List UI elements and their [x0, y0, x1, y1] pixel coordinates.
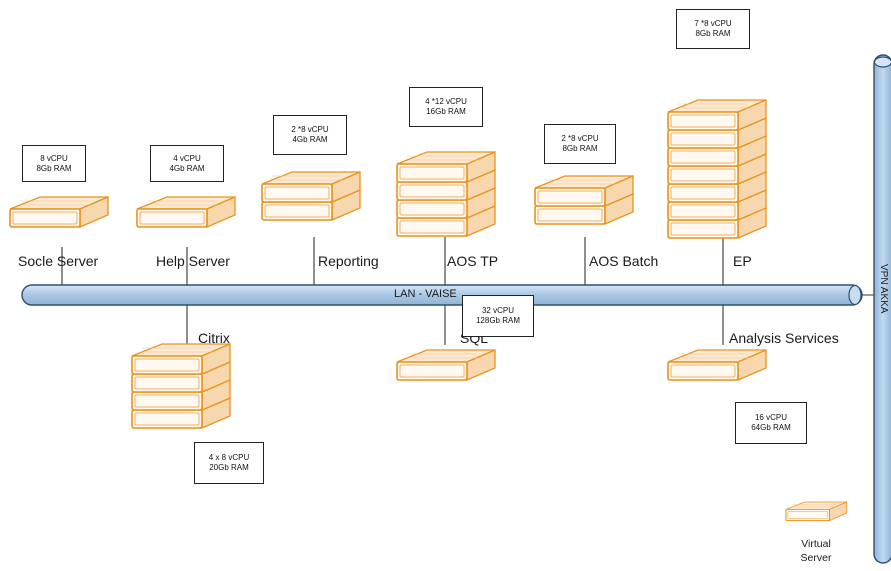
spec-ram: 20Gb RAM: [209, 463, 249, 472]
spec-ram: 64Gb RAM: [751, 423, 791, 432]
spec-cpu: 4 vCPU: [173, 153, 201, 163]
spec-ram: 4Gb RAM: [169, 163, 205, 173]
lan-label: LAN - VAISE: [394, 288, 457, 300]
server-icon-aostp: [396, 151, 496, 237]
label-analysis-services: Analysis Services: [729, 330, 839, 346]
server-icon-ep: [667, 99, 767, 239]
label-citrix: Citrix: [198, 330, 230, 346]
spec-ram: 128Gb RAM: [475, 316, 521, 325]
spec-box-aostp: 4 *12 vCPU 16Gb RAM: [409, 87, 483, 127]
spec-cpu: 2 *8 vCPU: [291, 125, 329, 134]
server-icon-analysis: [667, 349, 767, 381]
spec-ram: 8Gb RAM: [562, 144, 598, 153]
server-icon-help: [136, 196, 236, 228]
label-socle-server: Socle Server: [18, 253, 99, 269]
spec-cpu: 7 *8 vCPU: [694, 19, 732, 28]
legend-server-icon: [785, 501, 848, 522]
server-icon-citrix: [131, 343, 231, 429]
vpn-tube: [873, 54, 891, 564]
label-aos-tp: AOS TP: [447, 253, 499, 269]
server-icon-reporting: [261, 171, 361, 221]
label-reporting: Reporting: [318, 253, 379, 269]
spec-ram: 8Gb RAM: [695, 29, 731, 38]
spec-cpu: 4 *12 vCPU: [425, 97, 467, 106]
server-icon-sql: [396, 349, 496, 381]
spec-ram: 16Gb RAM: [426, 107, 466, 116]
spec-box-socle: 8 vCPU 8Gb RAM: [22, 145, 86, 182]
server-icon-aosbatch: [534, 175, 634, 225]
server-icon-socle: [9, 196, 109, 228]
spec-ram: 8Gb RAM: [36, 163, 72, 173]
spec-box-help: 4 vCPU 4Gb RAM: [150, 145, 224, 182]
spec-cpu: 2 *8 vCPU: [561, 134, 599, 143]
spec-cpu: 16 vCPU: [754, 413, 787, 422]
label-aos-batch: AOS Batch: [589, 253, 659, 269]
spec-box-ep: 7 *8 vCPU 8Gb RAM: [676, 9, 750, 49]
spec-box-analysis: 16 vCPU 64Gb RAM: [735, 402, 807, 444]
label-help-server: Help Server: [156, 253, 230, 269]
legend-line-2: Server: [800, 552, 832, 564]
lan-bus: [21, 284, 863, 306]
vpn-label: VPN AKKA: [878, 264, 889, 314]
spec-box-sql: 32 vCPU 128Gb RAM: [462, 295, 534, 337]
spec-cpu: 32 vCPU: [481, 306, 514, 315]
spec-box-aosbatch: 2 *8 vCPU 8Gb RAM: [544, 124, 616, 164]
legend-line-1: Virtual: [801, 538, 831, 550]
connectors: [61, 237, 876, 345]
spec-ram: 4Gb RAM: [292, 135, 328, 144]
spec-cpu: 4 x 8 vCPU: [208, 453, 250, 462]
spec-box-citrix: 4 x 8 vCPU 20Gb RAM: [194, 442, 264, 484]
spec-box-reporting: 2 *8 vCPU 4Gb RAM: [273, 115, 347, 155]
legend-label: Virtual Server: [781, 537, 851, 565]
label-ep: EP: [733, 253, 752, 269]
spec-cpu: 8 vCPU: [40, 153, 68, 163]
